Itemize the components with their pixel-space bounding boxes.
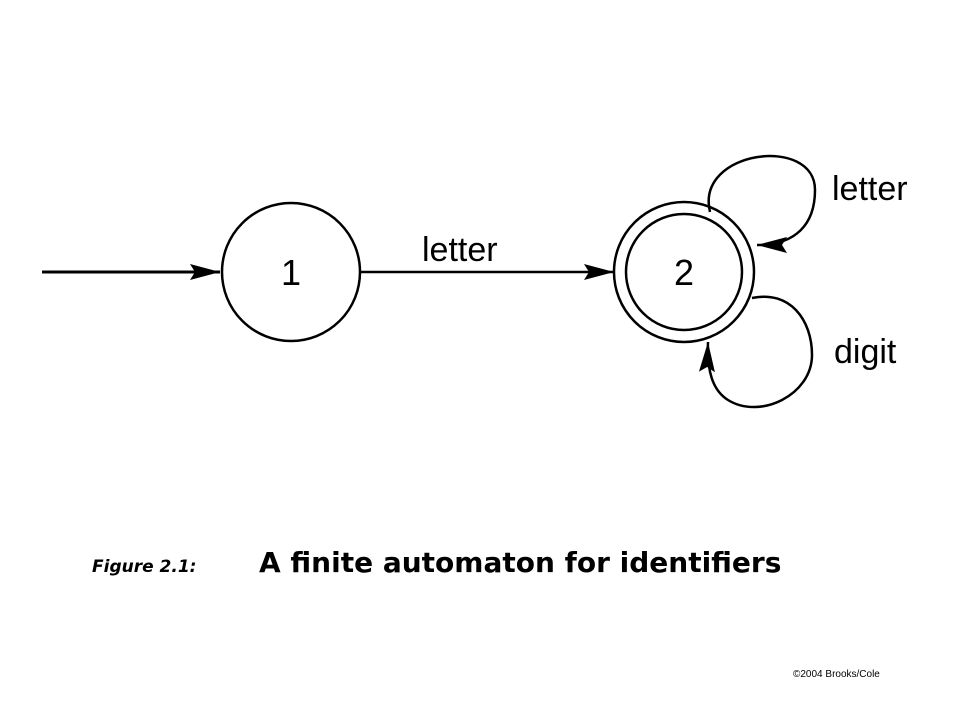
self-loop-letter-label: letter	[832, 170, 908, 208]
state-2: 2	[612, 200, 756, 344]
figure-caption: Figure 2.1: A finite automaton for ident…	[0, 540, 960, 590]
self-loop-digit	[698, 295, 814, 409]
self-loop-letter	[707, 154, 817, 253]
caption-title: A finite automaton for identifiers	[259, 546, 782, 579]
state-1: 1	[220, 201, 362, 343]
state-1-label: 1	[281, 252, 301, 293]
state-2-outer-circle	[612, 200, 756, 344]
transition-1-to-2-label: letter	[422, 231, 498, 269]
state-2-inner-circle	[624, 212, 744, 332]
caption-label: Figure 2.1:	[92, 557, 197, 577]
self-loop-digit-label: digit	[834, 333, 897, 371]
state-2-label: 2	[674, 252, 694, 293]
copyright-notice: ©2004 Brooks/Cole	[793, 669, 880, 680]
